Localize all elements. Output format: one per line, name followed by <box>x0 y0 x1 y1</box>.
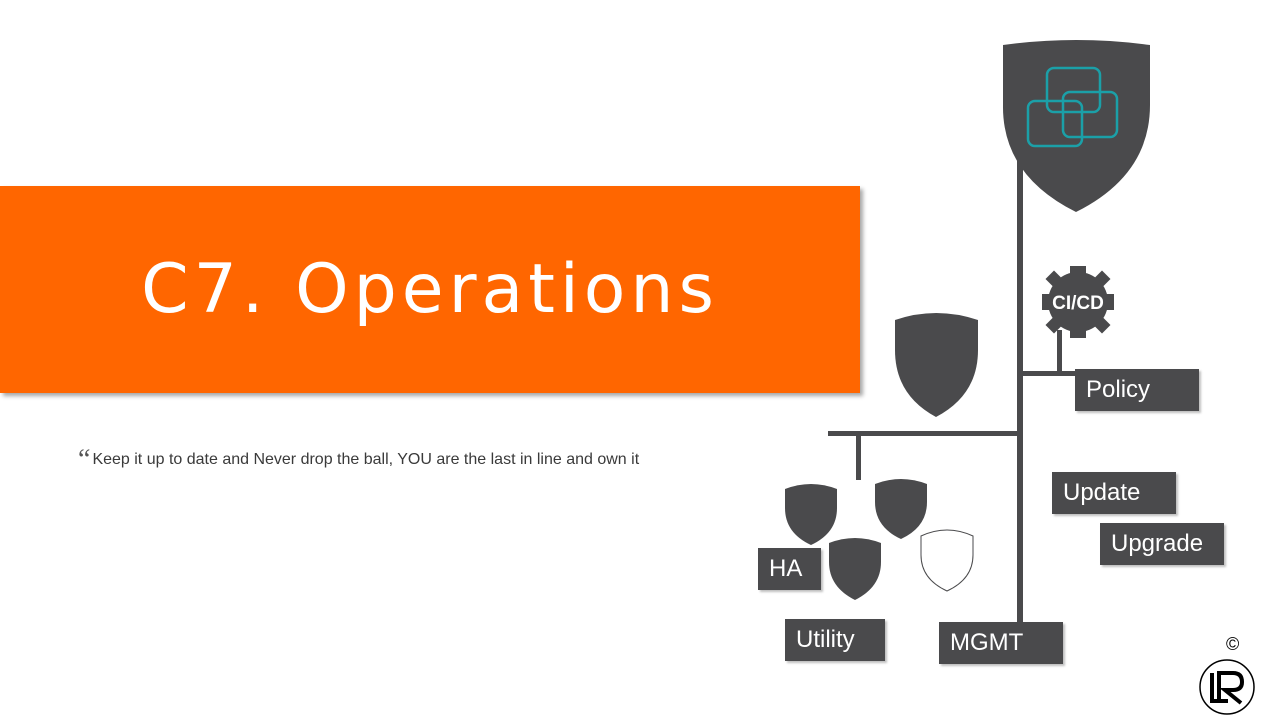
slide-title: C7. Operations <box>141 250 719 329</box>
quote-text: “Keep it up to date and Never drop the b… <box>78 440 640 475</box>
trunk-line <box>1017 150 1023 630</box>
copyright-symbol: © <box>1226 634 1240 654</box>
label-utility: Utility <box>785 619 885 661</box>
title-banner: C7. Operations <box>0 186 860 393</box>
label-ha: HA <box>758 548 821 590</box>
shield-icon <box>895 313 978 417</box>
shield-icon <box>1002 40 1150 212</box>
quote-mark: “ <box>78 444 91 475</box>
overlapping-squares-icon <box>1026 66 1119 148</box>
gear-stem <box>1057 330 1062 373</box>
quote-body: Keep it up to date and Never drop the ba… <box>92 451 640 468</box>
label-mgmt: MGMT <box>939 622 1063 664</box>
shield-icon-outline <box>920 529 974 592</box>
branch-line-policy <box>1020 371 1080 376</box>
label-policy: Policy <box>1075 369 1199 411</box>
gear-label: CI/CD <box>1052 293 1104 314</box>
shield-icon <box>829 538 881 600</box>
branch-line-left <box>828 431 1023 436</box>
shield-icon <box>875 479 927 539</box>
shield-icon <box>785 484 837 545</box>
label-update: Update <box>1052 472 1176 514</box>
branch-drop <box>856 436 861 480</box>
label-upgrade: Upgrade <box>1100 523 1224 565</box>
lr-logo-icon <box>1199 659 1255 715</box>
